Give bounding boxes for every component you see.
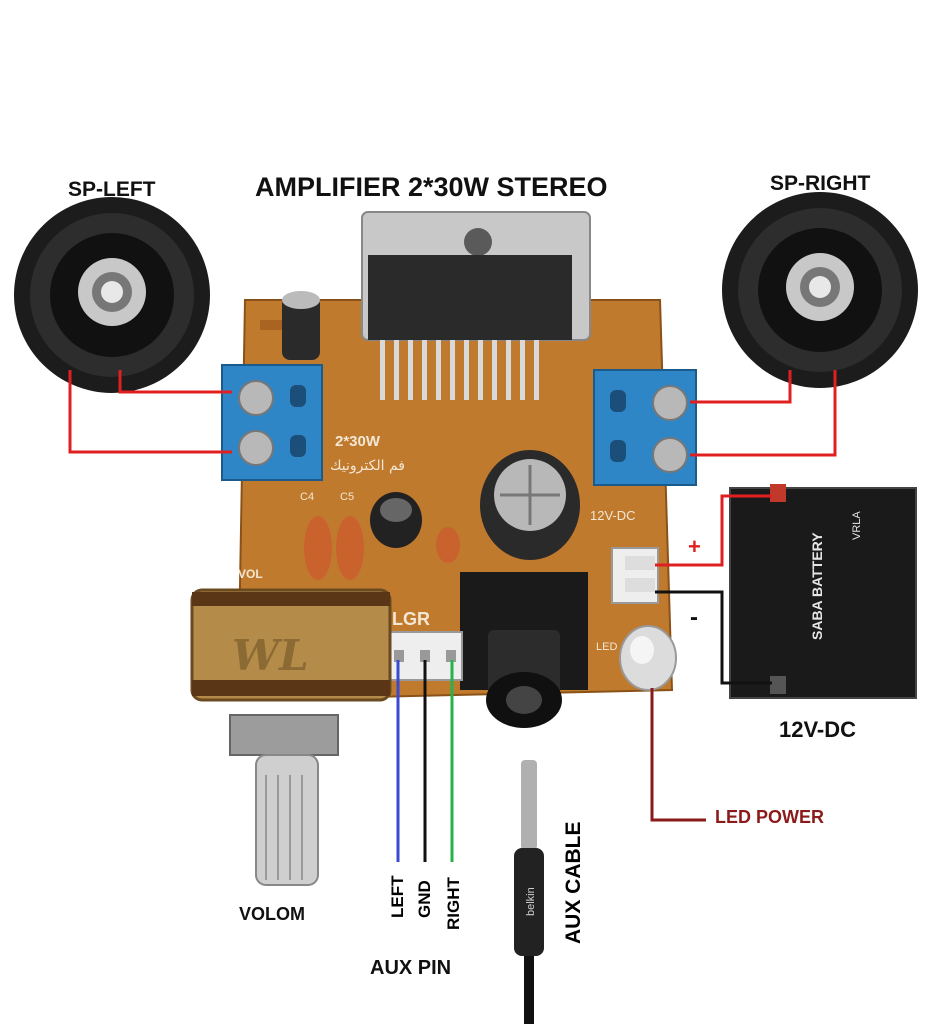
- silk-led: LED: [596, 641, 617, 653]
- capacitors: [282, 291, 580, 580]
- battery-plus-sign: +: [688, 534, 701, 559]
- speaker-right-wires: [690, 370, 837, 457]
- potentiometer: WL: [190, 588, 392, 886]
- power-connector: [611, 547, 659, 604]
- led: [619, 625, 677, 691]
- silk-vol: VOL: [238, 567, 263, 581]
- led-power-label: LED POWER: [715, 807, 825, 827]
- battery: SABA BATTERY VRLA: [729, 484, 917, 699]
- battery-type: VRLA: [851, 511, 863, 540]
- battery-positive-wire: [655, 494, 772, 567]
- battery-minus-sign: -: [690, 604, 698, 631]
- speaker-left: [14, 197, 210, 393]
- silk-2x30w: 2*30W: [335, 433, 381, 450]
- silk-c4: C4: [300, 491, 314, 503]
- aux-cable-label: AUX CABLE: [562, 821, 585, 944]
- silk-c5: C5: [340, 491, 354, 503]
- battery-brand: SABA BATTERY: [809, 532, 825, 640]
- speaker-left-label: SP-LEFT: [68, 178, 156, 201]
- battery-negative-wire: [655, 590, 772, 685]
- terminal-right: [593, 369, 697, 486]
- ic-heatsink: [361, 211, 591, 400]
- volume-label: VOLOM: [239, 904, 305, 924]
- speaker-left-wires: [68, 370, 232, 454]
- silk-arabic-text: فم الكترونيك: [330, 458, 405, 474]
- aux-cable: belkin: [514, 760, 544, 1024]
- led-power-wire: [650, 688, 706, 822]
- aux-pin-left-label: LEFT: [388, 875, 407, 919]
- terminal-left: [221, 364, 323, 481]
- battery-label: 12V-DC: [779, 717, 857, 742]
- silk-lgr: LGR: [392, 609, 430, 629]
- aux-pin-gnd-label: GND: [415, 880, 434, 918]
- aux-pin-label: AUX PIN: [370, 957, 452, 979]
- aux-jack: [460, 572, 588, 728]
- pot-label: WL: [232, 631, 309, 680]
- speaker-right-label: SP-RIGHT: [770, 172, 871, 195]
- silk-12v-dc: 12V-DC: [590, 508, 636, 523]
- aux-cable-brand: belkin: [525, 887, 537, 916]
- aux-pin-right-label: RIGHT: [444, 877, 463, 930]
- diagram-title: AMPLIFIER 2*30W STEREO: [255, 172, 608, 202]
- speaker-right: [722, 192, 918, 388]
